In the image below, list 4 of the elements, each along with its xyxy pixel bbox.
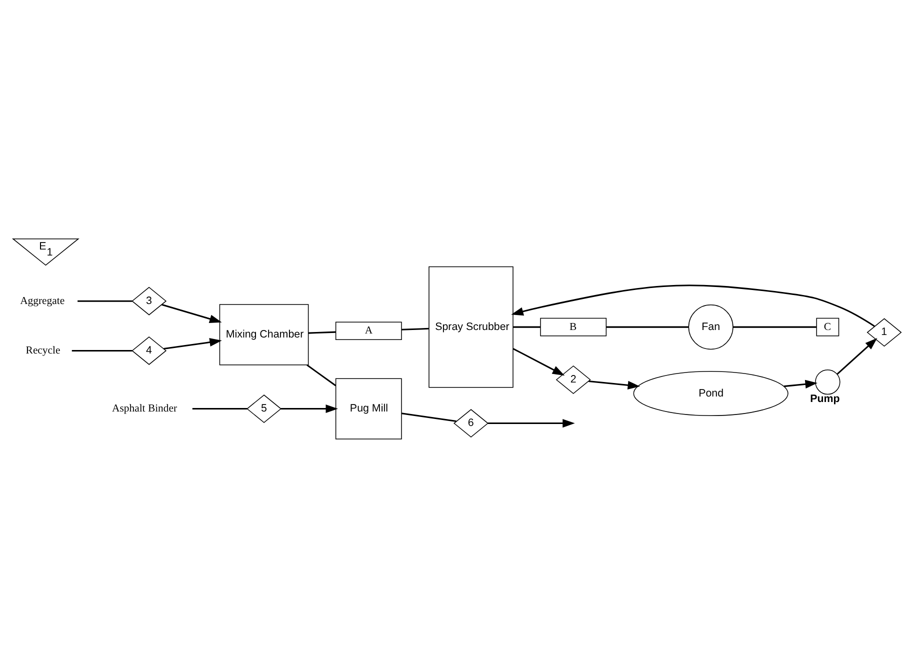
- node-text: Aggregate: [20, 294, 65, 307]
- node-label: Pump: [810, 393, 840, 406]
- node-text: Asphalt Binder: [112, 402, 178, 415]
- node-text: Recycle: [26, 344, 60, 357]
